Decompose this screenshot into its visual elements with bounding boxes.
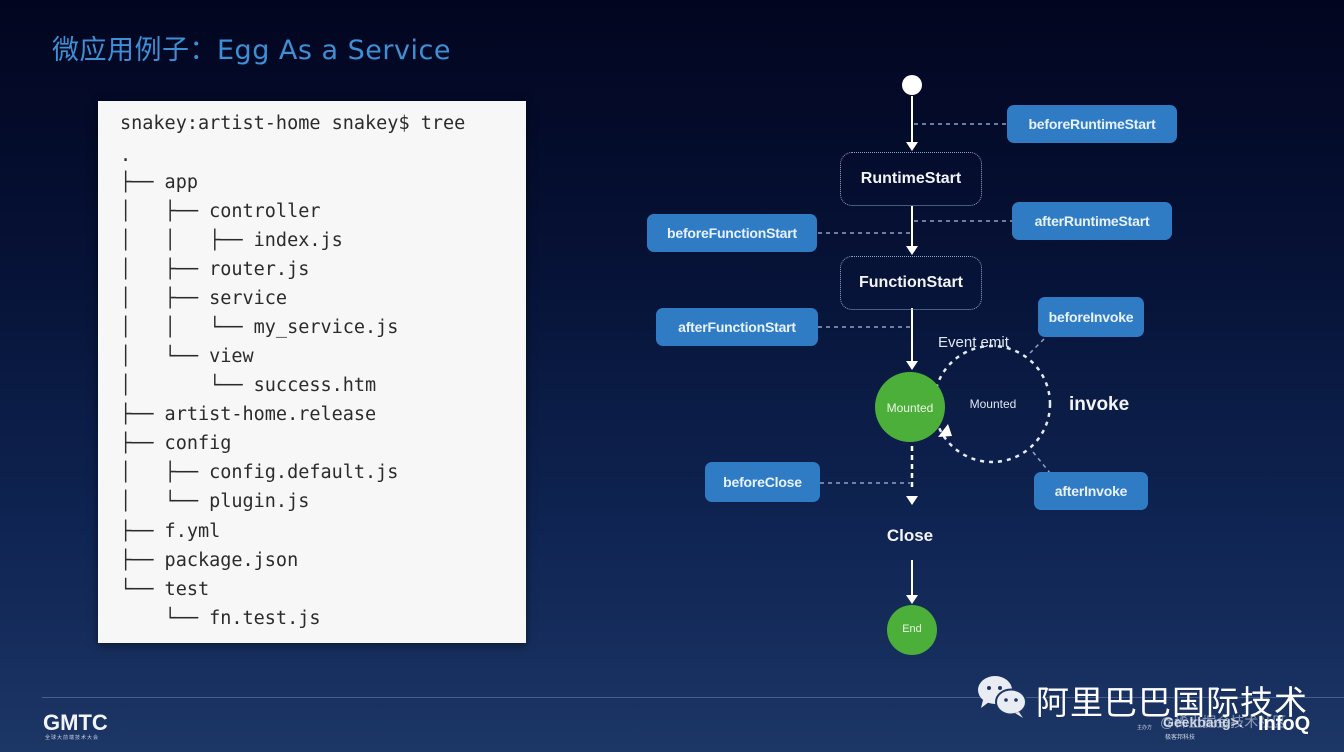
event-emit-label: Event emit bbox=[938, 334, 1009, 351]
watermark-text: 阿里巴巴国际技术 bbox=[1036, 683, 1308, 722]
tree-line: │ └── success.htm bbox=[120, 375, 377, 396]
hook-after-invoke: afterInvoke bbox=[1034, 472, 1148, 510]
state-close: Close bbox=[886, 526, 934, 545]
hook-before-function-start: beforeFunctionStart bbox=[647, 214, 817, 252]
mounted-node bbox=[875, 372, 945, 442]
tree-line: ├── f.yml bbox=[120, 521, 221, 542]
geekbang-logo: Geekbang>. bbox=[1163, 714, 1243, 730]
tree-line: ├── package.json bbox=[120, 550, 299, 571]
end-node bbox=[887, 605, 937, 655]
tree-line: │ │ ├── index.js bbox=[120, 230, 343, 251]
hook-after-function-start: afterFunctionStart bbox=[656, 308, 818, 346]
tree-line: │ ├── router.js bbox=[120, 259, 310, 280]
connector-after-invoke bbox=[1032, 451, 1051, 474]
arrowhead bbox=[906, 496, 918, 505]
start-node bbox=[902, 75, 922, 95]
tree-line: └── fn.test.js bbox=[120, 608, 321, 629]
state-function-start: FunctionStart bbox=[840, 256, 982, 310]
hook-after-runtime-start: afterRuntimeStart bbox=[1012, 202, 1172, 240]
wechat-icon bbox=[978, 676, 1027, 718]
arrowhead bbox=[906, 361, 918, 370]
terminal-prompt: snakey:artist-home snakey$ tree bbox=[120, 113, 466, 134]
mounted-node-label: Mounted bbox=[886, 401, 934, 415]
infoq-logo: InfoQ bbox=[1258, 713, 1311, 735]
tree-line: │ ├── controller bbox=[120, 201, 321, 222]
flow-arrows bbox=[906, 96, 918, 604]
tree-line: │ └── view bbox=[120, 346, 254, 367]
tree-line: ├── config bbox=[120, 433, 232, 454]
tree-line: │ ├── config.default.js bbox=[120, 462, 399, 483]
mounted-loop-label: Mounted bbox=[969, 397, 1017, 411]
invoke-label: invoke bbox=[1069, 394, 1130, 415]
hook-before-invoke: beforeInvoke bbox=[1038, 297, 1144, 337]
state-runtime-start: RuntimeStart bbox=[840, 152, 982, 206]
footer-divider bbox=[42, 697, 1344, 698]
hook-before-runtime-start: beforeRuntimeStart bbox=[1007, 105, 1177, 143]
gmtc-logo: GMTC bbox=[43, 710, 108, 735]
slide-title: 微应用例子：Egg As a Service bbox=[52, 35, 451, 66]
arrowhead bbox=[906, 595, 918, 604]
terminal-tree-panel: snakey:artist-home snakey$ tree . ├── ap… bbox=[98, 101, 526, 643]
tree-line: │ ├── service bbox=[120, 288, 288, 309]
sponsor-label: 主办方 bbox=[1137, 725, 1153, 731]
loop-arrowhead bbox=[938, 424, 952, 437]
geekbang-subtitle: 极客邦科技 bbox=[1165, 735, 1196, 741]
tree-line: │ └── plugin.js bbox=[120, 491, 310, 512]
credit-watermark: @稀土掘金技术社区 bbox=[1160, 714, 1287, 730]
tree-line: . bbox=[120, 145, 132, 166]
hook-before-close: beforeClose bbox=[705, 462, 820, 502]
tree-line: ├── artist-home.release bbox=[120, 404, 377, 425]
tree-line: └── test bbox=[120, 579, 210, 600]
hook-connectors bbox=[818, 123, 1051, 484]
arrowhead bbox=[906, 246, 918, 255]
arrowhead bbox=[906, 142, 918, 151]
gmtc-logo-subtitle: 全球大前端技术大会 bbox=[45, 735, 100, 741]
end-node-label: End bbox=[902, 623, 922, 635]
tree-line: ├── app bbox=[120, 172, 198, 193]
tree-line: │ │ └── my_service.js bbox=[120, 317, 399, 338]
connector-before-invoke bbox=[1029, 338, 1045, 354]
